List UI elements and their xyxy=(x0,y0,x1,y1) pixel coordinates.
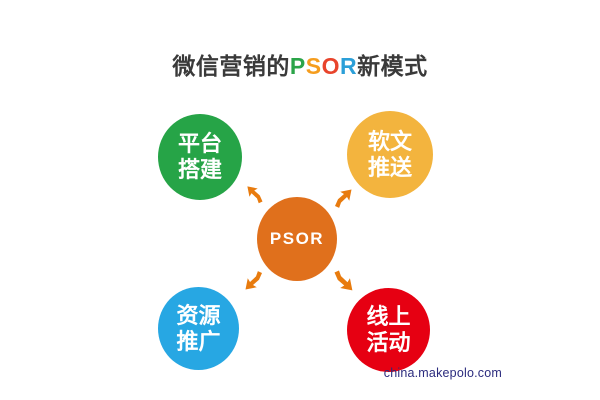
title-letter-r: R xyxy=(339,53,358,79)
page-title: 微信营销的PSOR新模式 xyxy=(0,47,600,81)
watermark-makepolo: china.makepolo.com xyxy=(383,366,502,380)
arrow-down-left-icon xyxy=(245,271,262,290)
node-soft-article-push: 软文 推送 xyxy=(347,111,433,198)
node-platform-build: 平台 搭建 xyxy=(158,114,242,200)
title-letter-p: P xyxy=(289,53,306,79)
node-label-line2: 推送 xyxy=(367,154,412,180)
node-resource-promotion: 资源 推广 xyxy=(158,287,239,370)
title-letter-s: S xyxy=(305,53,322,79)
node-label-line1: 资源 xyxy=(176,302,221,328)
title-letter-o: O xyxy=(321,53,340,79)
center-node-label: PSOR xyxy=(269,228,325,248)
node-label-line1: 平台 xyxy=(177,131,222,157)
node-label-line1: 线上 xyxy=(366,304,411,330)
arrow-up-right-icon xyxy=(335,189,352,208)
node-label-line2: 推广 xyxy=(176,328,221,354)
center-node-psor: PSOR xyxy=(257,197,337,281)
title-prefix: 微信营销的 xyxy=(172,53,290,79)
node-label-line1: 软文 xyxy=(367,128,412,154)
arrow-down-right-icon xyxy=(334,270,353,291)
node-label-line2: 搭建 xyxy=(177,157,222,182)
node-label-line2: 活动 xyxy=(366,330,411,355)
title-suffix: 新模式 xyxy=(357,53,428,79)
arrow-up-left-icon xyxy=(247,186,263,204)
node-online-activity: 线上 活动 xyxy=(347,288,430,372)
